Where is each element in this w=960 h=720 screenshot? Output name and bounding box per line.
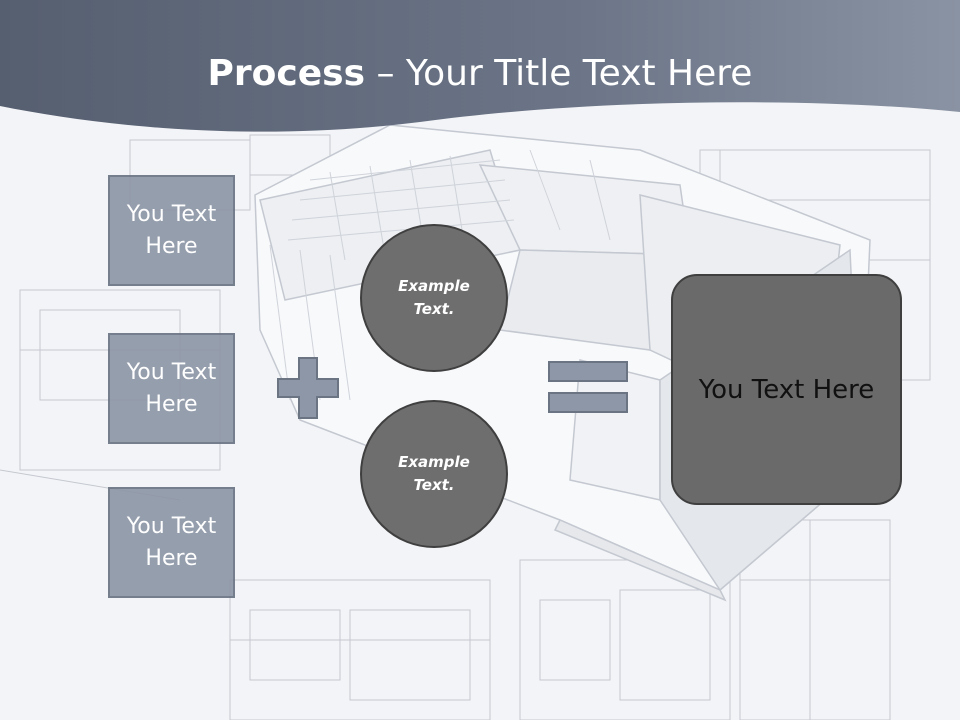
title-rest: – Your Title Text Here	[365, 53, 753, 94]
circle-label: Example Text.	[398, 453, 470, 494]
page-title: Process – Your Title Text Here	[0, 52, 960, 96]
input-box-3[interactable]: You Text Here	[108, 487, 235, 598]
input-box-label: You Text Here	[126, 359, 217, 417]
circle-label: Example Text.	[398, 277, 470, 318]
input-box-2[interactable]: You Text Here	[108, 333, 235, 444]
plus-icon	[277, 357, 339, 419]
input-box-label: You Text Here	[126, 513, 217, 571]
equals-icon	[548, 361, 628, 413]
process-circle-2[interactable]: Example Text.	[360, 400, 508, 548]
process-circle-1[interactable]: Example Text.	[360, 224, 508, 372]
title-bold: Process	[207, 53, 366, 94]
input-box-1[interactable]: You Text Here	[108, 175, 235, 286]
result-box[interactable]: You Text Here	[671, 274, 902, 505]
result-label: You Text Here	[698, 374, 875, 405]
input-box-label: You Text Here	[126, 201, 217, 259]
